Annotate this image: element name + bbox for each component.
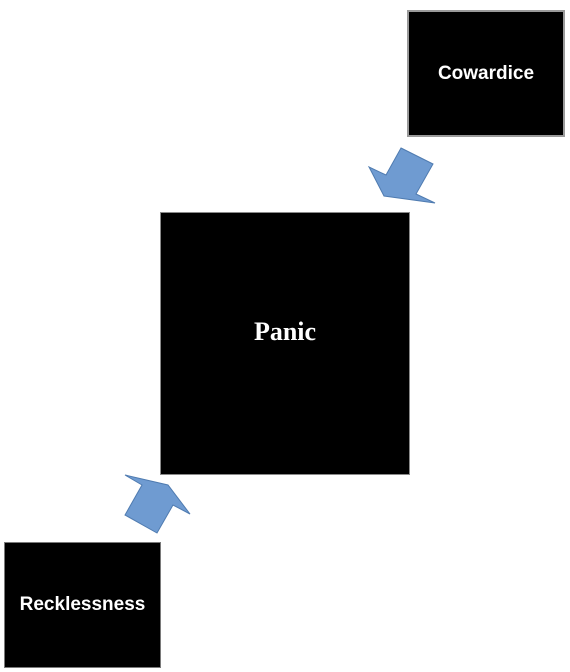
node-recklessness: Recklessness [4,542,161,668]
node-panic: Panic [160,212,410,475]
node-label-cowardice: Cowardice [437,62,535,84]
node-label-panic: Panic [253,316,317,346]
arrow-recklessness-to-panic [124,474,191,534]
node-cowardice: Cowardice [407,10,565,137]
node-label-recklessness: Recklessness [19,594,146,615]
arrow-cowardice-to-panic [367,147,436,204]
